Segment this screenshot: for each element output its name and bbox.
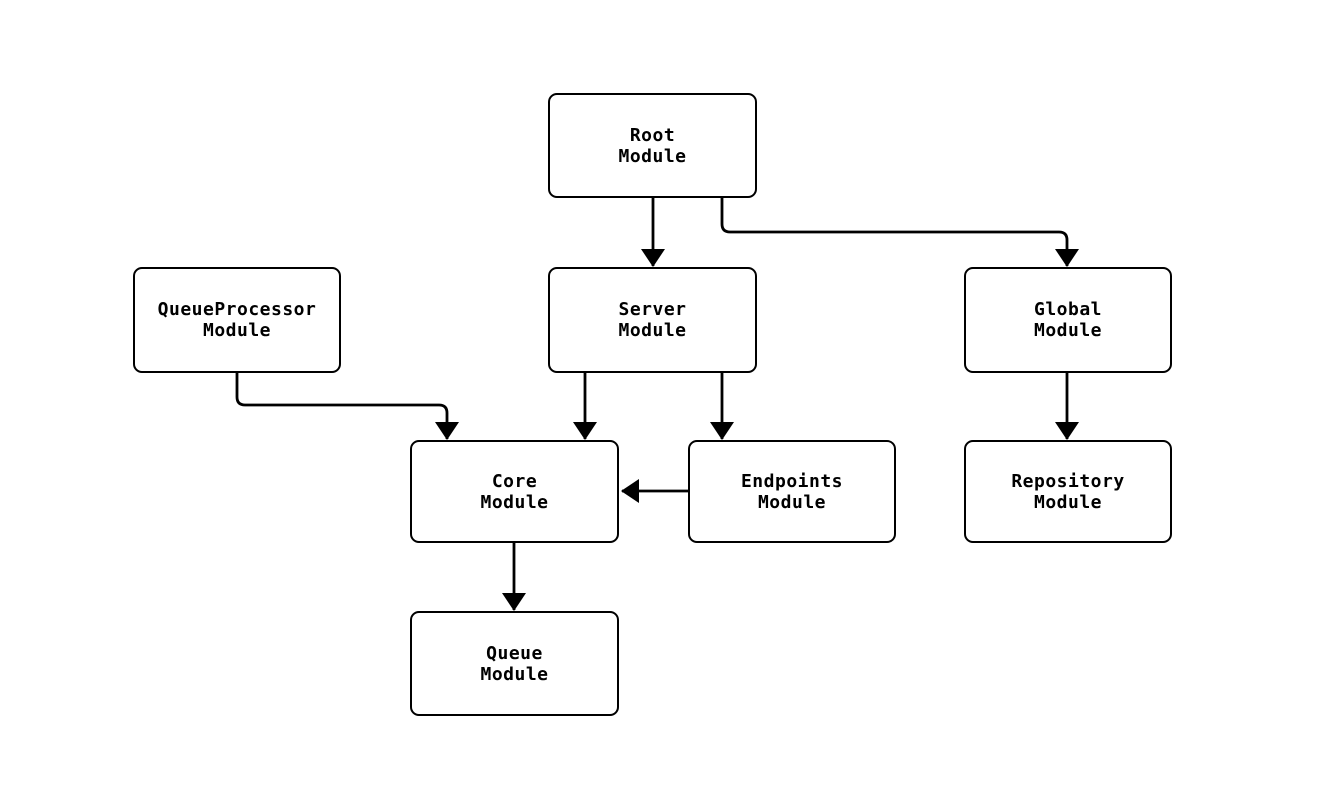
node-root-module-label: Root Module: [618, 124, 687, 167]
node-root-module: Root Module: [548, 93, 757, 198]
node-repository-module: Repository Module: [964, 440, 1172, 543]
node-endpoints-module: Endpoints Module: [688, 440, 896, 543]
node-endpoints-module-label: Endpoints Module: [740, 470, 844, 513]
node-queue-module-label: Queue Module: [480, 642, 549, 685]
edge-queueprocessor-to-core: [235, 373, 459, 440]
edge-root-to-global: [720, 198, 1079, 267]
node-repository-module-label: Repository Module: [1011, 470, 1125, 513]
node-queueprocessor-module: QueueProcessor Module: [133, 267, 341, 373]
node-server-module: Server Module: [548, 267, 757, 373]
node-server-module-label: Server Module: [618, 299, 687, 341]
node-core-module: Core Module: [410, 440, 619, 543]
node-queueprocessor-module-label: QueueProcessor Module: [157, 299, 317, 341]
node-global-module: Global Module: [964, 267, 1172, 373]
node-core-module-label: Core Module: [480, 470, 549, 513]
node-global-module-label: Global Module: [1033, 299, 1103, 341]
node-queue-module: Queue Module: [410, 611, 619, 716]
